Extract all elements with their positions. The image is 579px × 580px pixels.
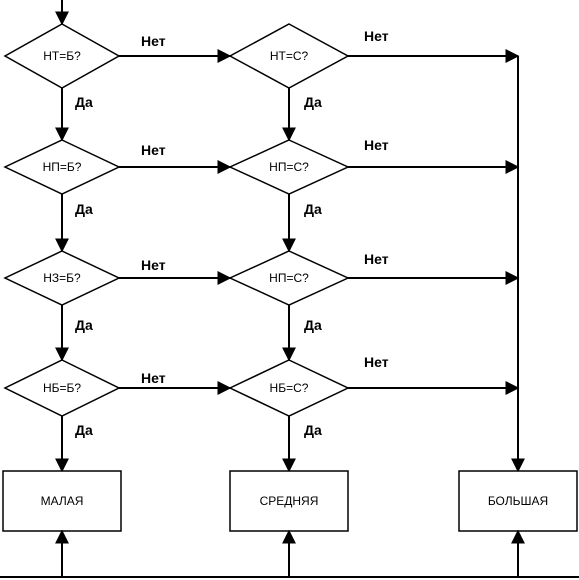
no-label: Нет [141,142,166,158]
outcome-label: СРЕДНЯЯ [260,494,319,508]
outcome-box [229,470,349,532]
outcome-box [2,470,122,532]
no-label: Нет [364,354,389,370]
yes-label: Да [304,422,322,438]
no-label: Нет [364,28,389,44]
outcome-label: МАЛАЯ [41,494,84,508]
decision-label: НП=С? [269,271,309,285]
no-label: Нет [141,33,166,49]
outcome-row: МАЛАЯ СРЕДНЯЯ БОЛЬШАЯ [2,470,578,532]
outcome-label: БОЛЬШАЯ [488,494,548,508]
yes-label: Да [304,317,322,333]
yes-label: Да [75,201,93,217]
yes-label: Да [75,422,93,438]
decision-label: НТ=Б? [43,49,81,63]
decision-label: НП=С? [269,160,309,174]
yes-label: Да [75,317,93,333]
decision-row-1: НТ=Б? Нет Да НТ=С? Нет Да [3,23,520,142]
decision-row-4: НБ=Б? Нет Да НБ=С? Нет Да [3,354,520,473]
decision-row-2: НП=Б? Нет Да НП=С? Нет Да [3,137,520,253]
no-label: Нет [364,137,389,153]
decision-label: НЗ=Б? [43,271,81,285]
yes-label: Да [75,94,93,110]
decision-row-3: НЗ=Б? Нет Да НП=С? Нет Да [3,250,520,362]
decision-label: НТ=С? [270,49,309,63]
decision-label: НП=Б? [43,160,82,174]
no-label: Нет [141,257,166,273]
no-label: Нет [141,370,166,386]
yes-label: Да [304,201,322,217]
decision-label: НБ=С? [270,381,309,395]
no-label: Нет [364,251,389,267]
yes-label: Да [304,94,322,110]
decision-label: НБ=Б? [43,381,81,395]
